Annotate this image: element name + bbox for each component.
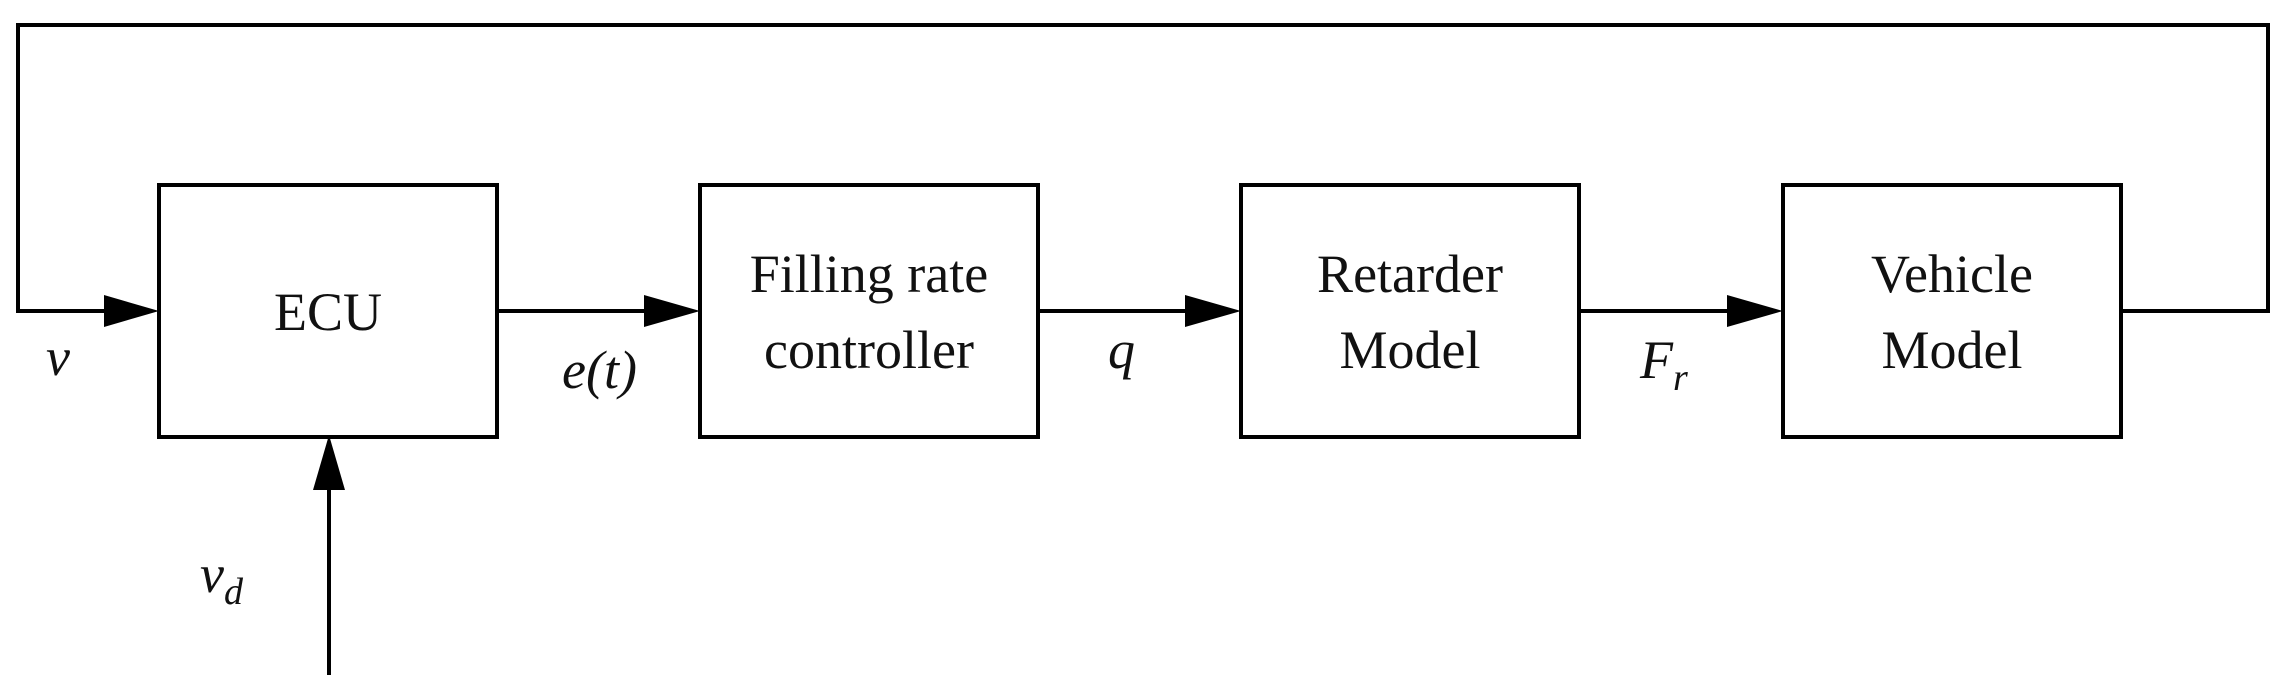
vehicle-model-box	[1781, 183, 2123, 439]
vehicle-model-block: Vehicle Model	[1781, 183, 2123, 439]
flow-signal-arrowhead	[1185, 295, 1241, 327]
filling-rate-controller-block: Filling rate controller	[698, 183, 1040, 439]
vehicle-model-label-line2: Model	[1882, 320, 2023, 380]
retarder-model-label-line2: Model	[1340, 320, 1481, 380]
reference-vd-sub: d	[224, 571, 244, 613]
force-fr-base: F	[1639, 330, 1674, 390]
error-signal-arrowhead	[644, 295, 700, 327]
reference-vd-base: v	[200, 544, 224, 604]
force-fr-label: Fr	[1639, 330, 1688, 399]
feedback-v-label: v	[46, 327, 70, 387]
ecu-label: ECU	[274, 282, 382, 342]
filling-rate-controller-label-line2: controller	[764, 320, 974, 380]
reference-arrowhead	[313, 435, 345, 490]
error-et-label: e(t)	[562, 340, 637, 400]
retarder-model-block: Retarder Model	[1239, 183, 1581, 439]
force-fr-sub: r	[1673, 357, 1688, 399]
reference-vd-label: vd	[200, 544, 244, 613]
flow-q-label: q	[1108, 320, 1135, 380]
retarder-model-label-line1: Retarder	[1317, 244, 1503, 304]
ecu-block-box	[157, 183, 499, 439]
vehicle-model-label-line1: Vehicle	[1871, 244, 2033, 304]
retarder-model-box	[1239, 183, 1581, 439]
filling-rate-controller-label-line1: Filling rate	[750, 244, 988, 304]
force-signal-arrowhead	[1727, 295, 1783, 327]
ecu-block: ECU	[157, 183, 499, 439]
filling-rate-controller-box	[698, 183, 1040, 439]
feedback-loop-wire	[16, 23, 2270, 313]
feedback-arrowhead	[104, 295, 159, 327]
